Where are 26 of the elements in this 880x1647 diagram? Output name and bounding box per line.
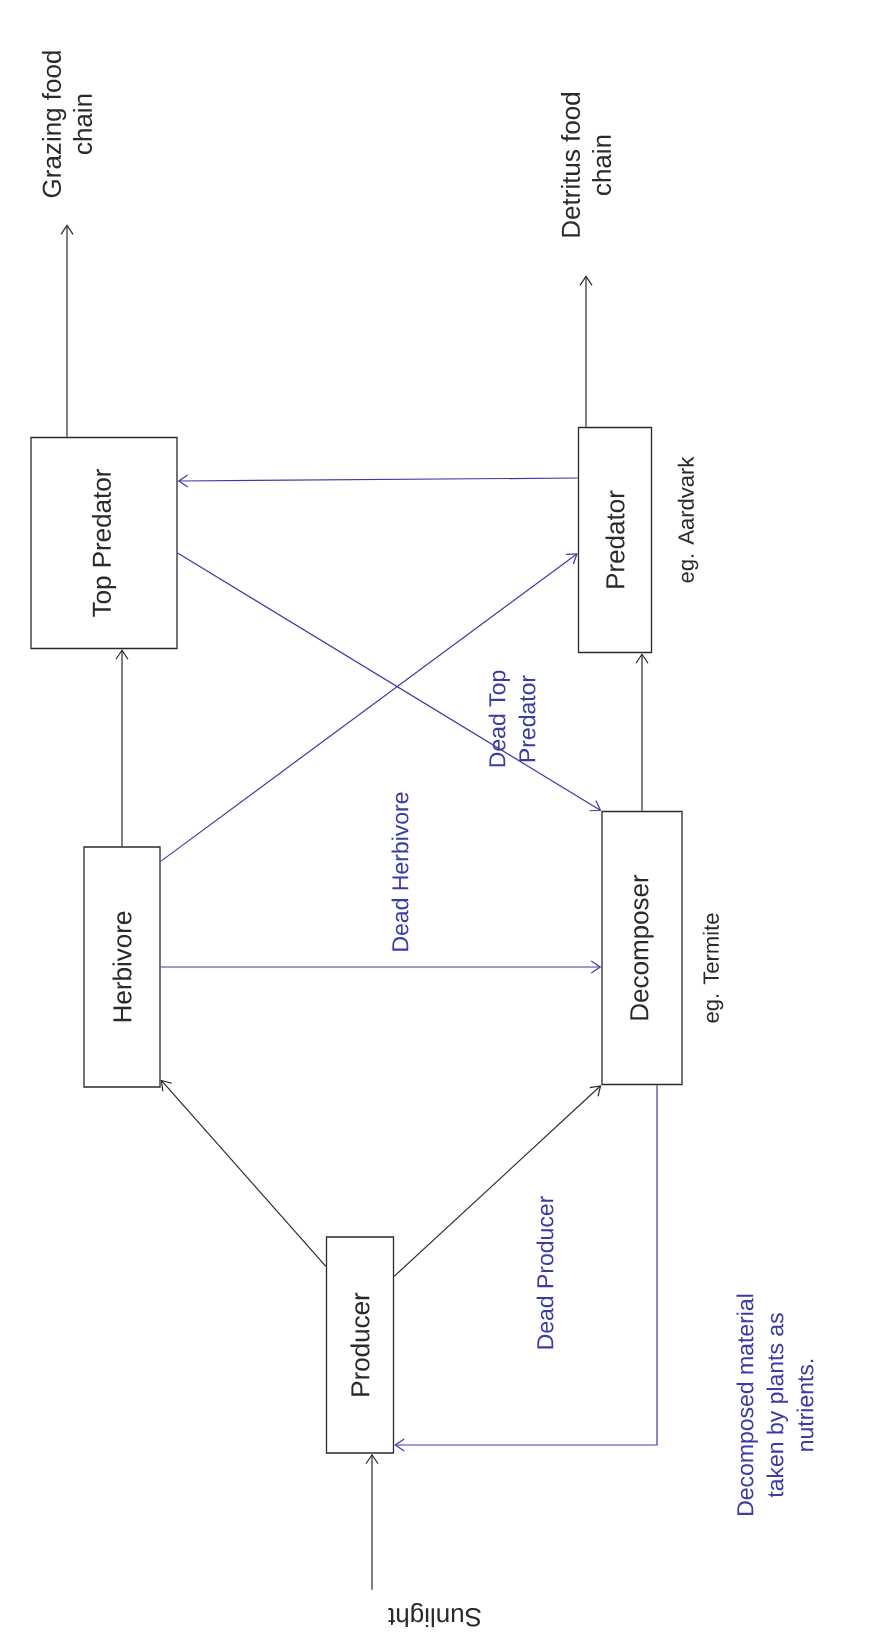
edge-label: Dead Top Predator (488, 670, 536, 767)
arrow (177, 474, 579, 488)
arrow (177, 552, 602, 812)
arrow (160, 1079, 327, 1267)
arrow (60, 224, 74, 438)
chain-text: Detritus food chain (560, 93, 612, 237)
process-box: Top Predator (30, 436, 178, 650)
arrow (635, 653, 649, 812)
process-box: Decomposer (601, 810, 683, 1086)
sunlight-text: Sunlight (388, 1602, 481, 1628)
edge-label: Dead Herbivore (391, 792, 409, 951)
process-box: Producer (325, 1236, 395, 1454)
arrow (393, 1085, 602, 1277)
arrow (365, 1453, 379, 1591)
process-box: Predator (577, 426, 653, 654)
arrow (579, 275, 593, 428)
edge-label: Decomposed material taken by plants as nutrients. (736, 1294, 814, 1515)
chain-text: Grazing food chain (41, 51, 93, 198)
arrow (115, 649, 129, 847)
arrow (160, 553, 578, 862)
process-box: Herbivore (83, 846, 161, 1088)
edge-label: Dead Producer (536, 1196, 554, 1349)
arrow (160, 960, 602, 974)
arrow (394, 1084, 658, 1452)
example-text: eg. Aardvark (677, 456, 699, 583)
example-text: eg. Termite (702, 913, 724, 1023)
